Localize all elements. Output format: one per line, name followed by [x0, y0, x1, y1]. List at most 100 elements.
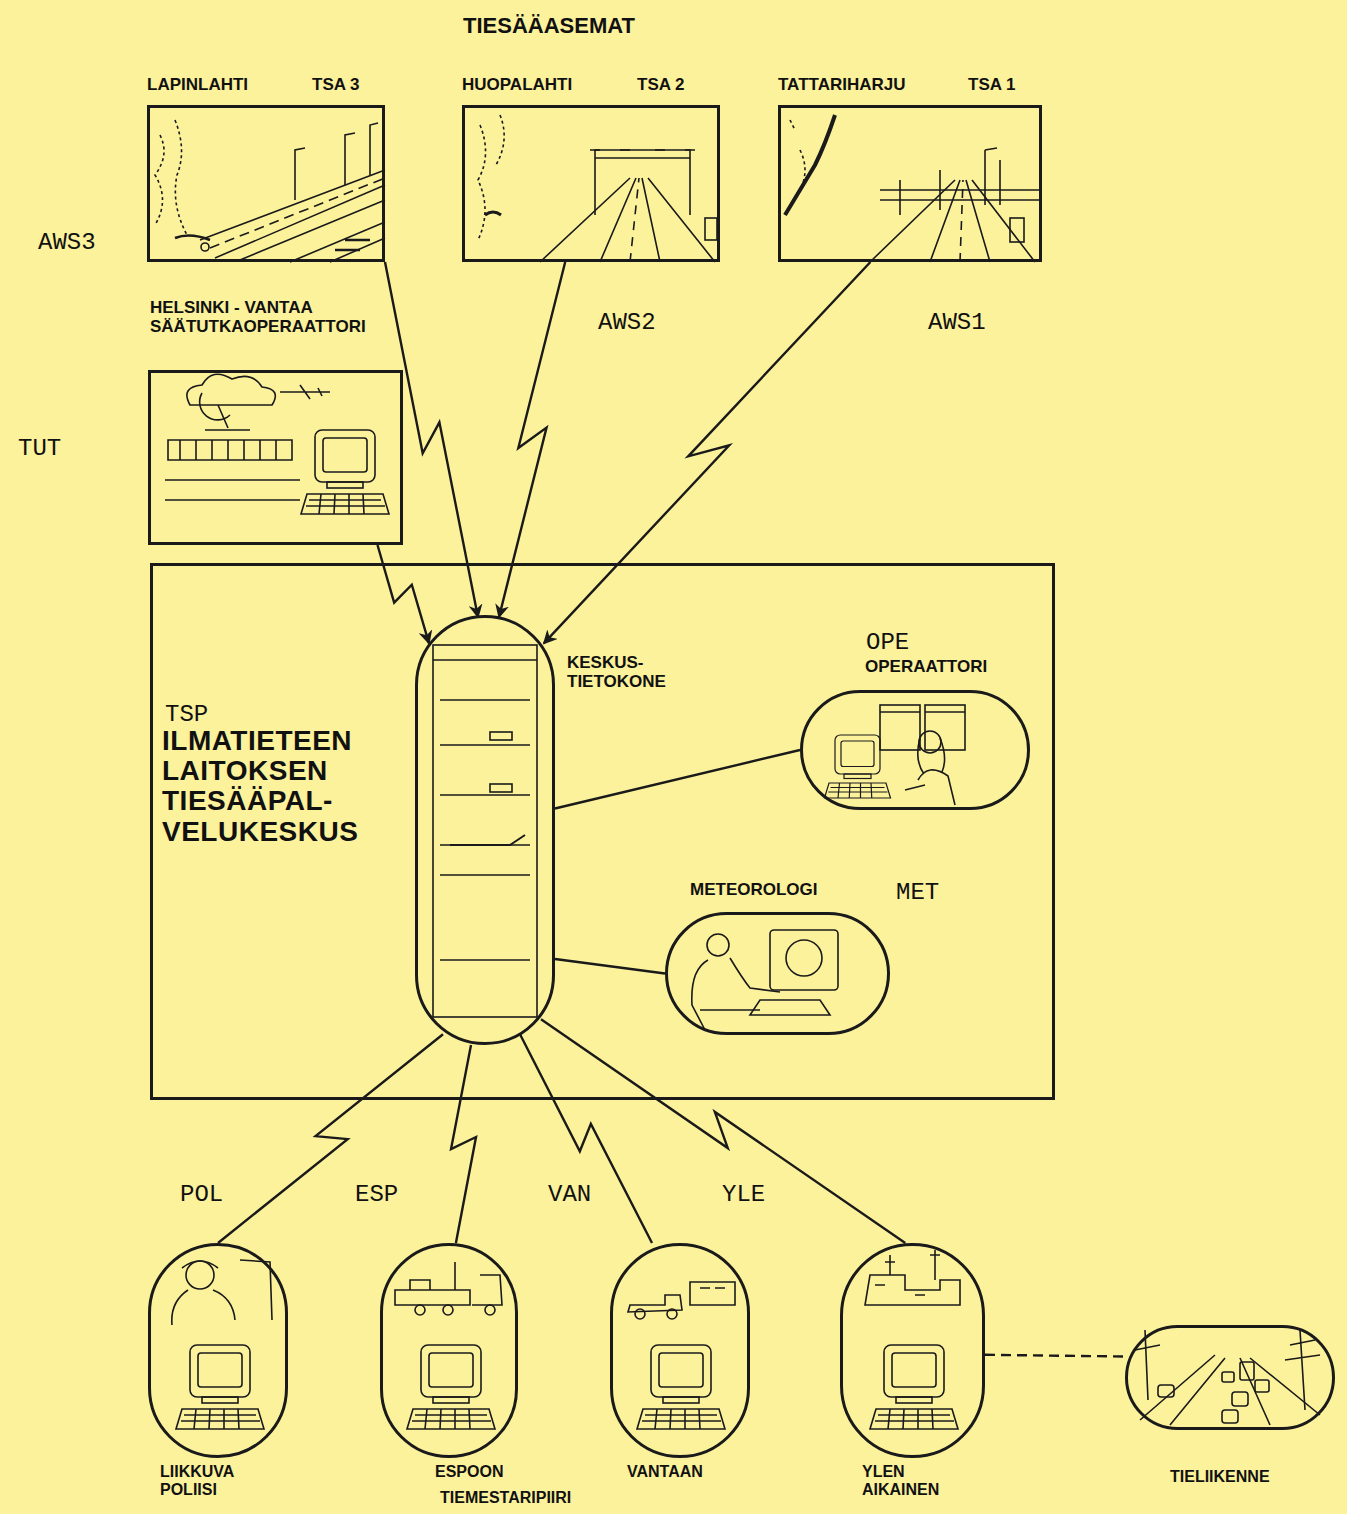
station-box: LAPINLAHTITSA 3	[147, 105, 385, 262]
road-station-sketch	[880, 148, 1040, 215]
terminal-station-sketch	[628, 1282, 735, 1312]
code-label: TSP	[165, 702, 208, 729]
road-station-sketch	[960, 180, 963, 262]
road-station-sketch	[590, 149, 695, 151]
road-station-sketch	[175, 235, 370, 250]
terminal-station-sketch	[176, 1345, 264, 1429]
operator-sketch	[825, 705, 966, 805]
road-station-sketch	[485, 212, 501, 215]
terminal-station-sketch	[865, 1250, 960, 1305]
road-station-sketch	[1010, 218, 1024, 242]
node-label: LIIKKUVA POLIISI	[160, 1463, 265, 1499]
node-label: HUOPALAHTI	[462, 75, 572, 94]
radar-sketch	[165, 374, 389, 514]
wire-link	[555, 750, 800, 809]
terminal-station-sketch	[635, 1309, 645, 1319]
computer-rack	[490, 732, 512, 740]
radar-sketch	[205, 405, 250, 430]
road-station-sketch	[870, 180, 1035, 262]
code-label: VAN	[548, 1182, 591, 1209]
radar-sketch	[280, 385, 330, 399]
operator-sketch	[880, 711, 965, 713]
road-station-sketch	[785, 115, 835, 215]
node-label: YLEN AIKAINEN	[862, 1463, 957, 1499]
station-box: HELSINKI - VANTAA SÄÄTUTKAOPERAATTORI	[148, 370, 403, 545]
terminal-station-sketch	[637, 1345, 725, 1429]
code-label: YLE	[722, 1182, 765, 1209]
radio-link	[218, 1034, 443, 1243]
rounded-station: ESPOON	[380, 1243, 518, 1458]
rounded-station: VANTAAN	[610, 1243, 750, 1458]
rounded-station: KESKUS- TIETOKONE	[415, 615, 555, 1045]
radar-sketch	[301, 430, 389, 514]
computer-rack	[450, 835, 525, 845]
radio-link	[541, 1019, 905, 1243]
code-label: OPE	[866, 630, 909, 657]
code-label: MET	[896, 880, 939, 907]
service-center-box: ILMATIETEEN LAITOKSEN TIESÄÄPAL- VELUKES…	[150, 563, 1055, 1100]
node-label: TIELIIKENNE	[1170, 1468, 1270, 1486]
node-label: ESPOON	[435, 1463, 503, 1481]
road-station-sketch	[201, 243, 209, 251]
road-station-sketch	[200, 170, 385, 262]
station-box: TATTARIHARJUTSA 1	[778, 105, 1042, 262]
computer-rack	[433, 660, 537, 960]
node-label: OPERAATTORI	[865, 657, 987, 676]
road-station-sketch	[705, 218, 717, 240]
code-label: POL	[180, 1182, 223, 1209]
road-station-sketch	[155, 115, 1040, 262]
meteorologist-sketch	[692, 958, 780, 1030]
node-label: KESKUS- TIETOKONE	[567, 653, 697, 691]
terminal-station-sketch	[485, 1305, 495, 1315]
road-traffic-sketch	[1222, 1372, 1234, 1382]
radio-link	[544, 262, 871, 643]
terminal-station-sketch	[415, 1305, 425, 1315]
code-label: AWS2	[598, 310, 656, 337]
radio-link	[451, 1045, 476, 1243]
meteorologist-sketch	[707, 934, 729, 956]
radio-link	[378, 545, 430, 643]
code-label: AWS1	[928, 310, 986, 337]
node-label: HELSINKI - VANTAA SÄÄTUTKAOPERAATTORI	[150, 298, 400, 336]
district-label: TIEMESTARIPIIRI	[440, 1489, 571, 1507]
road-traffic-sketch	[1135, 1330, 1320, 1425]
rounded-station: OPERAATTORI	[800, 690, 1030, 810]
terminal-station-sketch	[186, 1261, 214, 1289]
road-station-sketch	[630, 178, 639, 262]
terminal-station-sketch	[443, 1305, 453, 1315]
diagram-title: TIESÄÄASEMAT	[463, 14, 635, 39]
road-traffic-sketch	[1255, 1380, 1269, 1392]
computer-rack	[490, 784, 512, 792]
road-traffic-sketch	[1240, 1362, 1254, 1380]
code-label: AWS3	[38, 230, 96, 257]
terminal-station-sketch	[395, 1262, 502, 1305]
dashed-link	[985, 1355, 1125, 1357]
terminal-station-sketch	[407, 1345, 495, 1429]
road-station-sketch	[155, 120, 187, 235]
road-traffic-sketch	[1222, 1410, 1238, 1423]
node-label: TSA 3	[312, 75, 360, 94]
operator-sketch	[905, 738, 955, 805]
node-label: VANTAAN	[627, 1463, 703, 1481]
wire-link	[555, 959, 665, 974]
station-box: HUOPALAHTITSA 2	[462, 105, 720, 262]
rounded-station: LIIKKUVA POLIISI	[148, 1243, 288, 1458]
terminal-station-sketch	[172, 1260, 272, 1325]
meteorologist-sketch	[770, 930, 838, 990]
road-traffic-sketch	[1232, 1392, 1248, 1406]
radar-sketch	[168, 440, 292, 460]
node-label: TSA 2	[637, 75, 685, 94]
road-station-sketch	[595, 150, 690, 215]
road-traffic-sketch	[1140, 1355, 1320, 1425]
road-traffic-sketch	[1158, 1385, 1174, 1397]
computer-rack	[433, 645, 537, 1017]
code-label: TUT	[18, 436, 61, 463]
terminal-station-sketch	[667, 1309, 677, 1319]
center-name: ILMATIETEEN LAITOKSEN TIESÄÄPAL- VELUKES…	[162, 726, 412, 847]
road-station-sketch	[540, 178, 715, 262]
node-label: METEOROLOGI	[690, 880, 818, 899]
rounded-station: TIELIIKENNE	[1125, 1325, 1335, 1430]
code-label: ESP	[355, 1182, 398, 1209]
computer-rack	[433, 645, 537, 1017]
node-label: LAPINLAHTI	[147, 75, 248, 94]
